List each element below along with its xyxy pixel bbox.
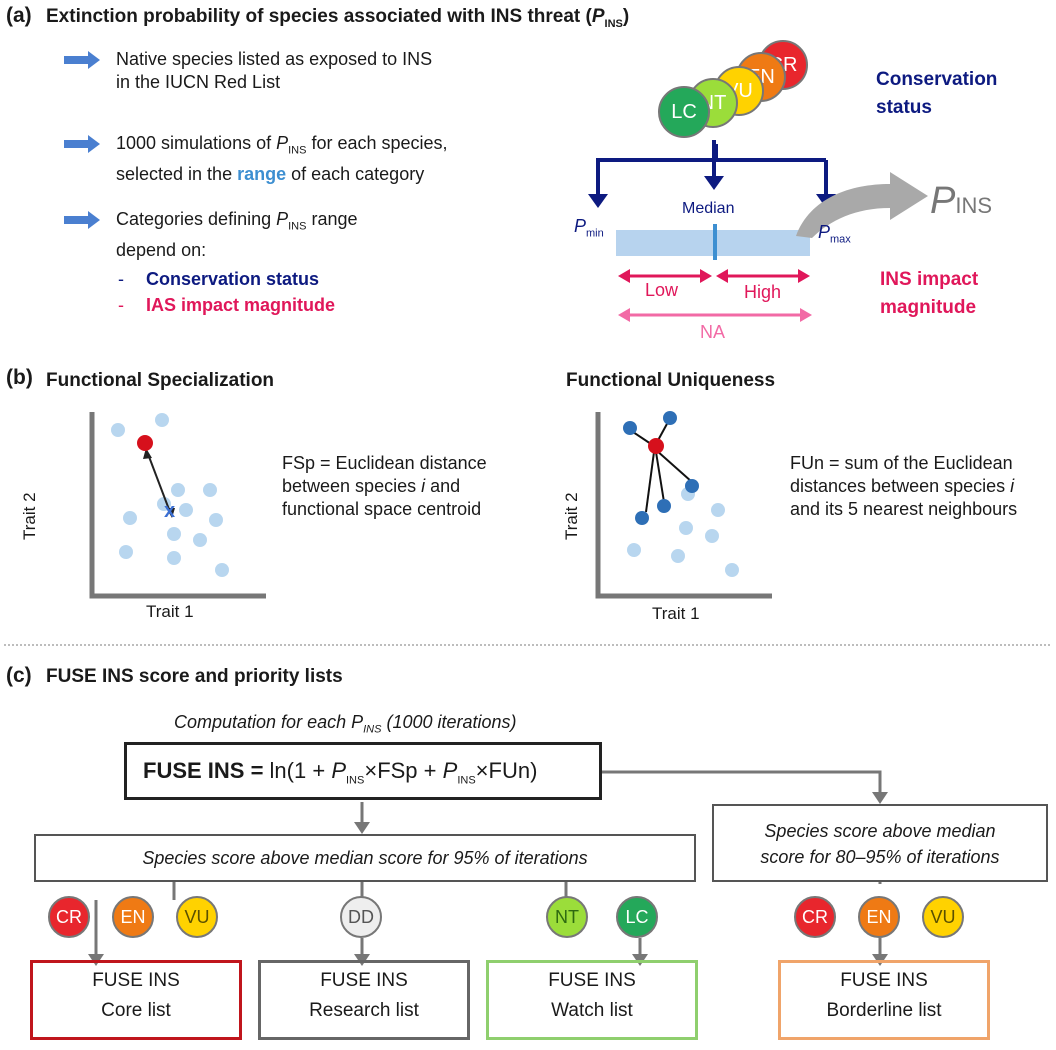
above-95-box: Species score above median score for 95%… [34, 834, 696, 882]
low-label: Low [645, 280, 679, 300]
bullet-1-line-2: in the IUCN Red List [116, 72, 281, 92]
panel-a-label: (a) [6, 4, 32, 27]
dash-1: - [118, 269, 124, 289]
impact-magnitude-label: INS impact magnitude [880, 269, 979, 318]
border-circle-en: EN [858, 896, 900, 938]
bullet-1-line-1: Native species listed as exposed to INS [116, 49, 433, 69]
bullet-arrow-icon [64, 135, 100, 153]
species-i-dot-fun [648, 438, 664, 454]
bullet-2-line2-post: of each category [286, 163, 425, 184]
bullet-arrow-icon [64, 51, 100, 69]
bullet-arrows [64, 51, 100, 229]
core-list-box: FUSE INS Core list [30, 960, 242, 1040]
borderline-list-box: FUSE INS Borderline list [778, 960, 990, 1040]
research-list-box: FUSE INS Research list [258, 960, 470, 1040]
bullet-3-line-2: depend on: [116, 239, 207, 260]
conservation-status-line-1: Conservation [876, 69, 998, 90]
high-label: High [744, 282, 782, 302]
bullet-2-line2-pre: selected in the [116, 163, 238, 184]
conservation-status-line-2: status [876, 97, 932, 118]
bullet-2: 1000 simulations of PINS for each specie… [116, 132, 448, 186]
border-circle-cr: CR [794, 896, 836, 938]
fsp-xlabel: Trait 1 [146, 602, 194, 621]
dep-ias-impact: IAS impact magnitude [146, 295, 336, 315]
panel-b-label: (b) [6, 366, 33, 389]
dash-2: - [118, 295, 124, 315]
fun-definition: FUn = sum of the Euclidean distances bet… [790, 453, 1018, 519]
bullet-2-post: for each species, [306, 133, 448, 153]
panel-a-title-p: P [591, 6, 605, 27]
core-circle-vu: VU [176, 896, 218, 938]
panel-a-title-sub: INS [604, 17, 623, 30]
pmax-label: Pmax [818, 222, 851, 246]
bullet-arrow-icon [64, 211, 100, 229]
fsp-title: Functional Specialization [46, 370, 275, 391]
bullet-3: Categories defining PINS range depend on… [116, 208, 358, 262]
panel-a-title-close: ) [622, 6, 630, 27]
centroid-mark: x [164, 500, 176, 522]
range-bar-median [713, 224, 717, 260]
bullet-2-sub: INS [288, 144, 307, 157]
status-circle-stack: CR EN VU NT LC [650, 40, 820, 140]
conservation-status-label: Conservation status [876, 66, 997, 122]
computation-label: Computation for each PINS (1000 iteratio… [174, 712, 517, 736]
dep-conservation-status: Conservation status [146, 269, 320, 289]
bullet-3-sub: INS [288, 220, 307, 233]
above-80-box: Species score above median score for 80–… [712, 804, 1048, 882]
dependency-list: - Conservation status - IAS impact magnitu… [118, 268, 335, 317]
research-circle-dd: DD [340, 896, 382, 938]
fsp-axes [89, 412, 266, 599]
watch-list-box: FUSE INS Watch list [486, 960, 698, 1040]
median-label: Median [682, 200, 735, 217]
pmin-label: Pmin [574, 216, 604, 240]
panel-c-title: FUSE INS score and priority lists [46, 666, 343, 687]
species-i-dot [137, 435, 153, 451]
bullet-2-range: range [237, 163, 287, 184]
fun-title: Functional Uniqueness [566, 370, 776, 391]
bullet-2-p: P [276, 133, 289, 153]
watch-circle-lc: LC [616, 896, 658, 938]
range-diagram [588, 140, 928, 322]
panel-a-title-text: Extinction probability of species associ… [46, 6, 592, 27]
section-divider [4, 644, 1050, 646]
bullet-1: Native species listed as exposed to INS … [116, 48, 432, 94]
bracket-arrow-left-icon [588, 194, 608, 208]
bracket-arrow-mid-icon [704, 176, 724, 190]
fun-xlabel: Trait 1 [652, 604, 700, 623]
bullet-3-pre: Categories defining [116, 209, 277, 229]
fsp-ylabel: Trait 2 [20, 492, 39, 540]
bullet-2-pre: 1000 simulations of [116, 133, 277, 153]
pins-big-label: PINS [930, 180, 993, 222]
core-circle-cr: CR [48, 896, 90, 938]
fun-plot [595, 411, 772, 599]
pins-curved-arrow-icon [796, 172, 928, 238]
fun-axes [595, 412, 772, 599]
panel-c-label: (c) [6, 664, 32, 687]
watch-circle-nt: NT [546, 896, 588, 938]
bullet-3-post: range [306, 209, 358, 229]
panel-a-title: Extinction probability of species associ… [46, 6, 629, 30]
fun-ylabel: Trait 2 [562, 492, 581, 540]
fsp-definition: FSp = Euclidean distance between species… [282, 453, 487, 519]
fsp-plot [89, 412, 266, 599]
border-circle-vu: VU [922, 896, 964, 938]
formula-box: FUSE INS = ln(1 + PINS×FSp + PINS×FUn) [124, 742, 602, 800]
status-circle-lc: LC [658, 86, 710, 138]
core-circle-en: EN [112, 896, 154, 938]
bullet-3-p: P [276, 209, 289, 229]
na-label: NA [700, 322, 726, 342]
